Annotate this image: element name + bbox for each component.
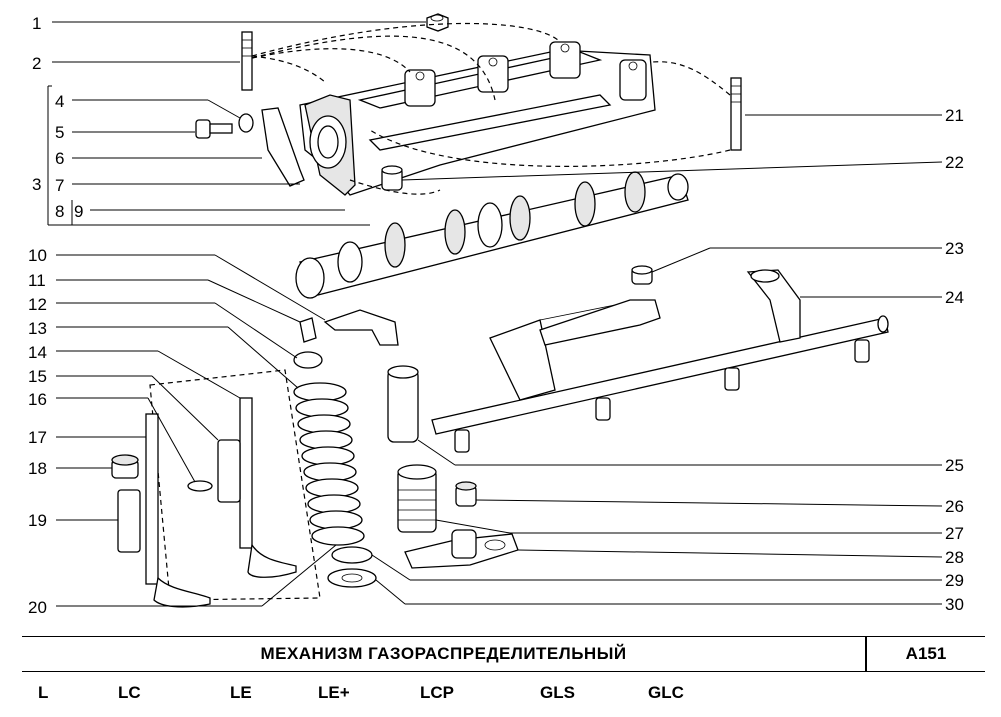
camshaft bbox=[295, 171, 689, 299]
rocker-arm bbox=[539, 299, 661, 346]
bushing-22 bbox=[381, 165, 403, 191]
guide-15 bbox=[217, 439, 241, 503]
callout-4: 4 bbox=[55, 92, 64, 111]
callout-26: 26 bbox=[945, 497, 964, 516]
variant-gls: GLS bbox=[540, 683, 575, 702]
callout-2: 2 bbox=[32, 54, 41, 73]
washer-4 bbox=[238, 113, 254, 133]
callout-15: 15 bbox=[28, 367, 47, 386]
variant-glc: GLC bbox=[648, 683, 684, 702]
callout-8: 8 bbox=[55, 202, 64, 221]
variant-lcp: LCP bbox=[420, 683, 454, 702]
seal-18 bbox=[111, 454, 139, 479]
cap-26 bbox=[455, 481, 477, 507]
leader-lines bbox=[47, 21, 943, 607]
callout-24: 24 bbox=[945, 288, 964, 307]
diagram-code: A151 bbox=[905, 644, 947, 663]
callout-12: 12 bbox=[28, 295, 47, 314]
callout-21: 21 bbox=[945, 106, 964, 125]
callout-11: 11 bbox=[28, 271, 46, 290]
callout-20: 20 bbox=[28, 598, 47, 617]
camshaft-housing bbox=[195, 13, 742, 196]
stud-2 bbox=[241, 31, 253, 91]
lever-10 bbox=[323, 309, 399, 346]
support-28 bbox=[404, 529, 519, 569]
callout-28: 28 bbox=[945, 548, 964, 567]
valve-17 bbox=[145, 413, 211, 608]
callout-3: 3 bbox=[32, 175, 41, 194]
callout-6: 6 bbox=[55, 149, 64, 168]
washer-29 bbox=[331, 546, 373, 564]
ring-16 bbox=[187, 480, 213, 492]
rocker-23 bbox=[631, 265, 653, 285]
callout-5: 5 bbox=[55, 123, 64, 142]
callout-25: 25 bbox=[945, 456, 964, 475]
callout-29: 29 bbox=[945, 571, 964, 590]
callout-14: 14 bbox=[28, 343, 47, 362]
title-separator bbox=[865, 637, 867, 671]
callout-19: 19 bbox=[28, 511, 47, 530]
callout-10: 10 bbox=[28, 246, 47, 265]
variant-lc: LC bbox=[118, 683, 141, 702]
valve-spring-13 bbox=[293, 382, 365, 546]
callout-18: 18 bbox=[28, 459, 47, 478]
callout-7: 7 bbox=[55, 176, 64, 195]
variant-list: L LC LE LE+ LCP GLS GLC bbox=[0, 680, 1001, 710]
diagram-title: МЕХАНИЗМ ГАЗОРАСПРЕДЕЛИТЕЛЬНЫЙ bbox=[260, 644, 627, 663]
callout-23: 23 bbox=[945, 239, 964, 258]
rocker-shaft-24 bbox=[431, 269, 889, 453]
tappet-25 bbox=[387, 365, 419, 443]
cotter-11 bbox=[299, 317, 317, 343]
callout-22: 22 bbox=[945, 153, 964, 172]
valve-14 bbox=[239, 397, 297, 578]
spring-cap-12 bbox=[293, 351, 323, 369]
callout-17: 17 bbox=[28, 428, 47, 447]
callout-numbers: 1 2 3 4 5 6 7 8 9 10 11 12 13 14 15 16 1… bbox=[28, 14, 964, 617]
compensator-27 bbox=[397, 464, 437, 533]
variant-le: LE bbox=[230, 683, 252, 702]
gasket-6 bbox=[261, 107, 305, 187]
guide-19 bbox=[117, 489, 141, 553]
callout-30: 30 bbox=[945, 595, 964, 614]
callout-9: 9 bbox=[74, 202, 83, 221]
bolt-5 bbox=[195, 119, 233, 139]
callout-13: 13 bbox=[28, 319, 47, 338]
callout-1: 1 bbox=[32, 14, 41, 33]
callout-16: 16 bbox=[28, 390, 47, 409]
parts-diagram: 1 2 3 4 5 6 7 8 9 10 11 12 13 14 15 16 1… bbox=[28, 13, 964, 617]
washer-30 bbox=[327, 568, 377, 588]
variant-l: L bbox=[38, 683, 49, 702]
title-bar: МЕХАНИЗМ ГАЗОРАСПРЕДЕЛИТЕЛЬНЫЙ A151 bbox=[22, 636, 985, 672]
nut-1 bbox=[426, 13, 449, 32]
callout-27: 27 bbox=[945, 524, 964, 543]
variant-le-plus: LE+ bbox=[318, 683, 350, 702]
stud-21 bbox=[730, 77, 742, 151]
